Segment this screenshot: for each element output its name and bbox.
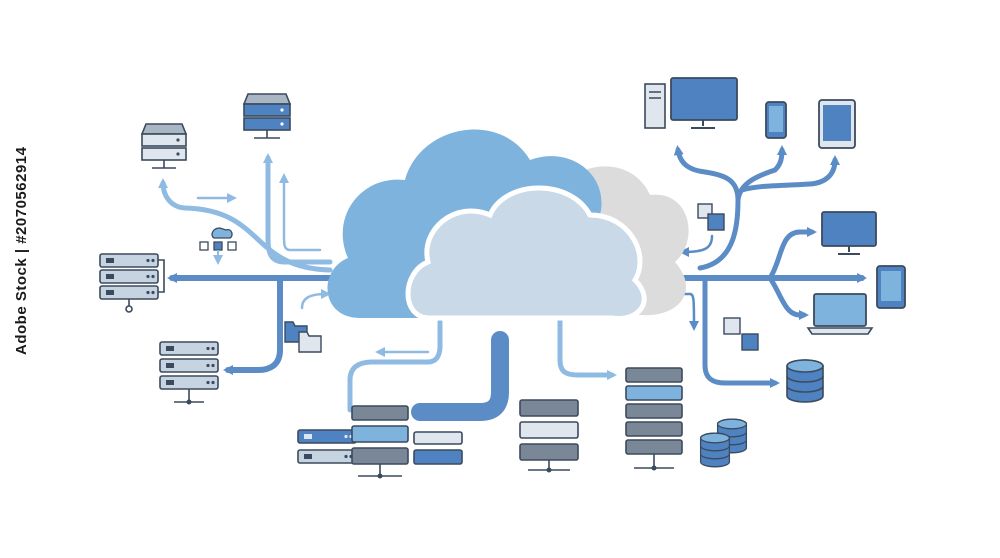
monitor-icon-right [821, 211, 877, 255]
network-nodes-icon [199, 227, 237, 265]
server-tower-bottom [625, 367, 683, 471]
server-rack-bottom-middle [519, 399, 579, 473]
branch-to-phone [735, 145, 787, 203]
server-stack-bottom-left [297, 429, 357, 464]
desktop-monitor-icon [644, 77, 738, 129]
phone-icon-right [876, 265, 906, 309]
small-arrow-right-down [674, 292, 699, 331]
storage-box-top-left [140, 123, 188, 169]
cloud-icon [327, 129, 689, 321]
small-arrow-right-left [679, 234, 714, 257]
sync-blocks-icon-bottom [723, 317, 759, 351]
database-icon [786, 359, 824, 403]
stock-credit-caption: Adobe Stock | #2070562914 [13, 146, 30, 355]
storage-box-top [242, 93, 292, 139]
branch-to-top-server [263, 153, 333, 265]
branch-to-monitor [767, 227, 817, 281]
tablet-icon [818, 99, 856, 149]
branch-to-top-left-storage [158, 178, 333, 273]
server-stack-bottom-center [351, 405, 409, 479]
database-icon-small [699, 418, 748, 468]
branch-to-tablet [739, 155, 840, 193]
up-arrow-from-servers [347, 319, 443, 413]
branch-to-desktop [673, 145, 741, 271]
sync-blocks-icon-top [697, 203, 725, 231]
server-rack-left [99, 253, 165, 313]
server-rack-left-middle [159, 341, 219, 405]
branch-to-database [702, 275, 780, 388]
connection-arrows [158, 145, 867, 421]
cloud-front-light [405, 185, 647, 321]
laptop-icon [806, 293, 874, 335]
server-stack-bottom-right [413, 431, 463, 465]
branch-small-up [279, 173, 322, 252]
big-up-arrow [411, 331, 509, 421]
branch-to-left-server [223, 275, 283, 375]
branch-to-laptop [767, 275, 809, 320]
folder-sync-icon [284, 321, 322, 353]
smartphone-icon [765, 101, 787, 139]
small-arrow-folder [300, 289, 331, 310]
branch-to-bottom-rack [557, 315, 617, 380]
